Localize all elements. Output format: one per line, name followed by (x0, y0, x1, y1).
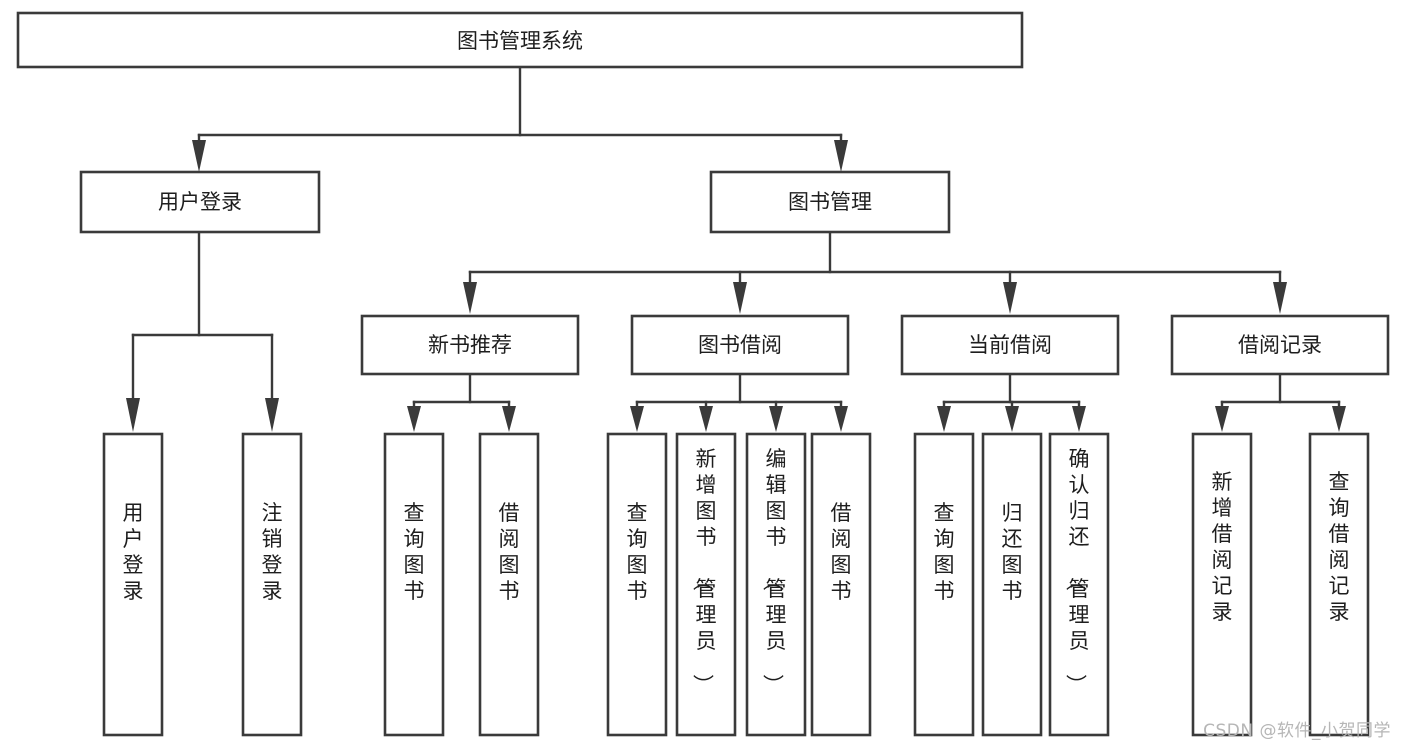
node-book-borrow-box[interactable] (630, 314, 850, 376)
leaf-query-book-3[interactable]: 查询图书 (913, 432, 975, 737)
leaf-edit-book-box[interactable] (745, 432, 807, 737)
node-borrow-record[interactable]: 借阅记录 (1170, 314, 1390, 376)
leaf-return-book-box[interactable] (981, 432, 1043, 737)
leaf-edit-book-label: 编辑图书（管理员） (761, 447, 787, 695)
connector-layer (126, 65, 1346, 432)
arrowhead-leaf-query-record (1332, 406, 1346, 432)
leaf-query-book-3-box[interactable] (913, 432, 975, 737)
arrowhead-leaf-user-login (126, 398, 140, 432)
leaf-query-record[interactable]: 查询借阅记录 (1308, 432, 1370, 737)
leaf-borrow-book-1-box[interactable] (478, 432, 540, 737)
leaf-borrow-book-2-box[interactable] (810, 432, 872, 737)
leaf-user-login-label: 用户登录 (123, 501, 144, 603)
leaf-user-login[interactable]: 用户登录 (102, 432, 164, 737)
leaf-logout-label: 注销登录 (262, 501, 283, 603)
arrowhead-leaf-return-book (1005, 406, 1019, 432)
node-root-box[interactable] (16, 11, 1024, 69)
arrowhead-user-login (192, 140, 206, 172)
arrowhead-book-manage (834, 140, 848, 172)
node-book-borrow-label: 图书借阅 (698, 333, 782, 357)
arrowhead-leaf-logout (265, 398, 279, 432)
node-root[interactable]: 图书管理系统 (16, 11, 1024, 69)
arrowhead-current-borrow (1003, 282, 1017, 314)
arrowhead-new-book-recommend (463, 282, 477, 314)
node-book-manage-label: 图书管理 (788, 190, 872, 214)
node-book-manage[interactable]: 图书管理 (709, 170, 951, 234)
arrowhead-leaf-add-book (699, 406, 713, 432)
node-book-borrow[interactable]: 图书借阅 (630, 314, 850, 376)
leaf-query-book-1[interactable]: 查询图书 (383, 432, 445, 737)
arrowhead-leaf-query-book-2 (630, 406, 644, 432)
leaf-query-book-1-label: 查询图书 (404, 501, 425, 603)
leaf-return-book[interactable]: 归还图书 (981, 432, 1043, 737)
leaf-confirm-return-box[interactable] (1048, 432, 1110, 737)
arrowhead-leaf-edit-book (769, 406, 783, 432)
leaf-add-record-box[interactable] (1191, 432, 1253, 737)
arrowhead-book-borrow (733, 282, 747, 314)
node-current-borrow-label: 当前借阅 (968, 333, 1052, 357)
arrowhead-borrow-record (1273, 282, 1287, 314)
leaf-return-book-label: 归还图书 (1002, 501, 1023, 603)
leaf-query-book-2-box[interactable] (606, 432, 668, 737)
leaf-add-record-label: 新增借阅记录 (1212, 470, 1233, 624)
leaf-add-record[interactable]: 新增借阅记录 (1191, 432, 1253, 737)
node-borrow-record-label: 借阅记录 (1238, 333, 1322, 357)
leaf-query-book-1-box[interactable] (383, 432, 445, 737)
leaf-query-book-2[interactable]: 查询图书 (606, 432, 668, 737)
leaf-logout[interactable]: 注销登录 (241, 432, 303, 737)
leaf-query-book-2-label: 查询图书 (627, 501, 648, 603)
node-new-book-recommend[interactable]: 新书推荐 (360, 314, 580, 376)
node-user-login-label: 用户登录 (158, 190, 242, 214)
node-new-book-recommend-box[interactable] (360, 314, 580, 376)
node-root-label: 图书管理系统 (457, 29, 583, 53)
node-new-book-recommend-label: 新书推荐 (428, 333, 512, 357)
leaf-borrow-book-2[interactable]: 借阅图书 (810, 432, 872, 737)
leaf-query-record-box[interactable] (1308, 432, 1370, 737)
node-user-login-box[interactable] (79, 170, 321, 234)
leaf-query-book-3-label: 查询图书 (934, 501, 955, 603)
arrowhead-leaf-borrow-book-1 (502, 406, 516, 432)
leaf-query-record-label: 查询借阅记录 (1329, 470, 1350, 624)
node-borrow-record-box[interactable] (1170, 314, 1390, 376)
node-book-manage-box[interactable] (709, 170, 951, 234)
leaf-borrow-book-1[interactable]: 借阅图书 (478, 432, 540, 737)
arrowhead-leaf-query-book-3 (937, 406, 951, 432)
leaf-confirm-return-label: 确认归还（管理员） (1064, 447, 1090, 695)
leaf-add-book-box[interactable] (675, 432, 737, 737)
leaf-borrow-book-1-label: 借阅图书 (499, 501, 520, 603)
leaf-confirm-return[interactable]: 确认归还（管理员） (1048, 432, 1110, 737)
arrowhead-leaf-query-book-1 (407, 406, 421, 432)
leaf-borrow-book-2-label: 借阅图书 (831, 501, 852, 603)
leaf-edit-book[interactable]: 编辑图书（管理员） (745, 432, 807, 737)
arrowhead-leaf-borrow-book-2 (834, 406, 848, 432)
node-user-login[interactable]: 用户登录 (79, 170, 321, 234)
leaf-add-book-label: 新增图书（管理员） (691, 447, 717, 695)
leaf-user-login-box[interactable] (102, 432, 164, 737)
node-current-borrow[interactable]: 当前借阅 (900, 314, 1120, 376)
arrowhead-leaf-confirm-return (1072, 406, 1086, 432)
leaf-add-book[interactable]: 新增图书（管理员） (675, 432, 737, 737)
arrowhead-leaf-add-record (1215, 406, 1229, 432)
leaf-logout-box[interactable] (241, 432, 303, 737)
node-current-borrow-box[interactable] (900, 314, 1120, 376)
